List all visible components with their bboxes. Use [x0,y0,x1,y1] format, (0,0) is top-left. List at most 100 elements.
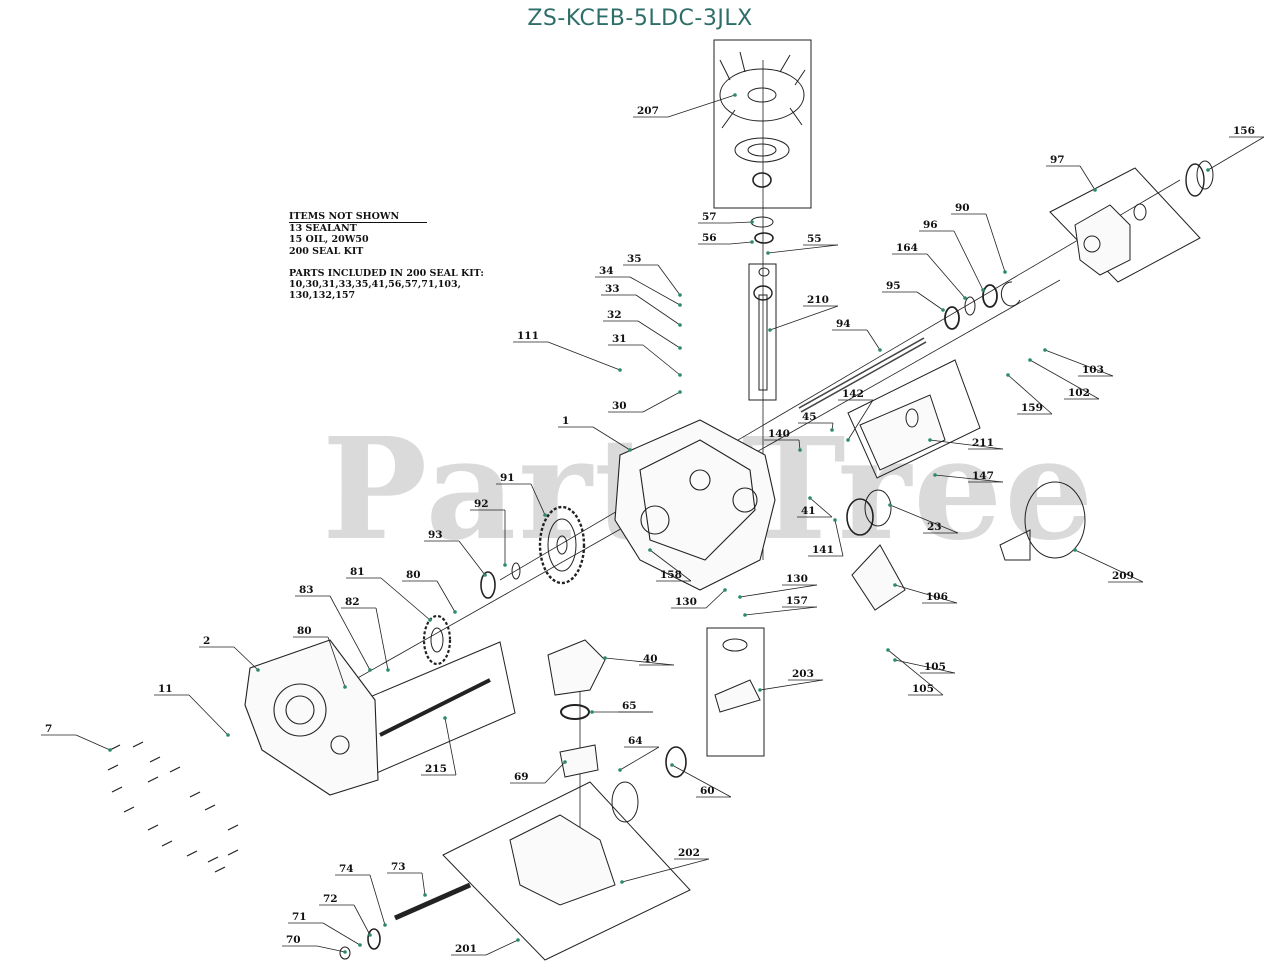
callout-leader [759,679,824,691]
seal-65 [560,704,590,720]
bracket-211 [859,394,946,471]
callout-leader [458,540,486,576]
washer-92 [511,562,521,580]
callout-dot [888,503,892,507]
callout-label: 105 [924,661,946,673]
callout-leader [604,657,675,666]
callout-leader [530,483,546,516]
callout-leader [1044,349,1114,377]
callout-leader [729,241,753,245]
callout-label: 94 [836,318,851,330]
callout-leader [866,329,881,351]
callout-label: 158 [660,569,682,581]
callout-dot [1006,373,1010,377]
input-shaft-210 [758,294,768,391]
callout-201: 201 [451,938,520,956]
callout-leader [667,94,736,118]
callout-69: 69 [510,760,567,784]
callout-dot [343,950,347,954]
callout-dot [1073,548,1077,552]
callout-label: 30 [612,400,627,412]
callout-55: 55 [766,233,839,255]
callout-209: 209 [1073,548,1144,583]
callout-leader [444,717,457,776]
bearing-23 [846,498,874,536]
callout-label: 130 [786,573,808,585]
callout-106: 106 [893,583,958,604]
callout-103: 103 [1043,348,1114,377]
bearing-95 [944,306,960,330]
callout-dot [678,346,682,350]
callout-leader [671,764,732,798]
callout-dot [256,668,260,672]
callout-dot [368,668,372,672]
callout-label: 70 [286,934,301,946]
callout-11: 11 [154,683,230,737]
callout-80: 80 [293,625,347,689]
callout-34: 34 [595,265,682,307]
gear-81 [422,614,452,666]
callout-dot [443,716,447,720]
callout-91: 91 [496,472,547,517]
callout-leader [316,945,346,953]
callout-label: 207 [637,105,659,117]
callout-label: 31 [612,333,627,345]
callout-label: 96 [923,219,938,231]
callout-64: 64 [618,735,660,772]
callout-leader [353,904,371,936]
callout-leader [421,872,426,896]
callout-dot [543,513,547,517]
callout-leader [953,230,984,291]
box-203-valve-assembly [706,627,765,757]
callout-95: 95 [882,280,945,312]
box-210-shaft-assembly [748,263,777,401]
callout-dot [933,473,937,477]
callout-83: 83 [295,584,372,672]
callout-33: 33 [601,283,682,327]
callout-label: 40 [643,653,658,665]
callout-label: 140 [768,428,790,440]
callout-dot [423,893,427,897]
snap-ring-90 [1000,281,1021,307]
callout-81: 81 [346,566,432,622]
callout-leader [75,734,111,751]
callout-203: 203 [758,668,824,692]
callout-leader [188,694,229,736]
callout-dot [108,748,112,752]
callout-leader [322,922,361,946]
callout-leader [547,341,621,371]
callout-label: 23 [927,521,942,533]
callout-157: 157 [743,595,818,617]
callout-leader [739,584,818,598]
callout-leader [744,606,818,616]
callout-label: 202 [678,847,700,859]
callout-label: 209 [1112,570,1134,582]
callout-dot [941,308,945,312]
center-section-201 [509,814,616,906]
callout-dot [618,368,622,372]
gear-72 [367,928,381,950]
bearing-96 [982,284,998,308]
callout-leader [1207,136,1265,171]
gear-91 [538,505,586,585]
callout-dot [723,588,727,592]
callout-leader [375,607,389,671]
cylinder-block-69 [559,744,599,778]
callout-label: 34 [599,265,614,277]
callout-leader [834,519,844,557]
callout-130: 130 [671,588,727,609]
callout-label: 97 [1050,154,1065,166]
box-207-fan-assembly [713,39,812,209]
motor-block [611,781,639,823]
callout-74: 74 [335,863,387,927]
callout-label: 32 [607,309,622,321]
callout-215: 215 [421,716,457,776]
callout-leader [327,636,346,688]
callout-label: 35 [627,253,642,265]
callout-label: 105 [912,683,934,695]
callout-65: 65 [590,700,653,714]
callout-dot [678,323,682,327]
callout-leader [767,244,839,254]
guard-106 [851,544,906,611]
